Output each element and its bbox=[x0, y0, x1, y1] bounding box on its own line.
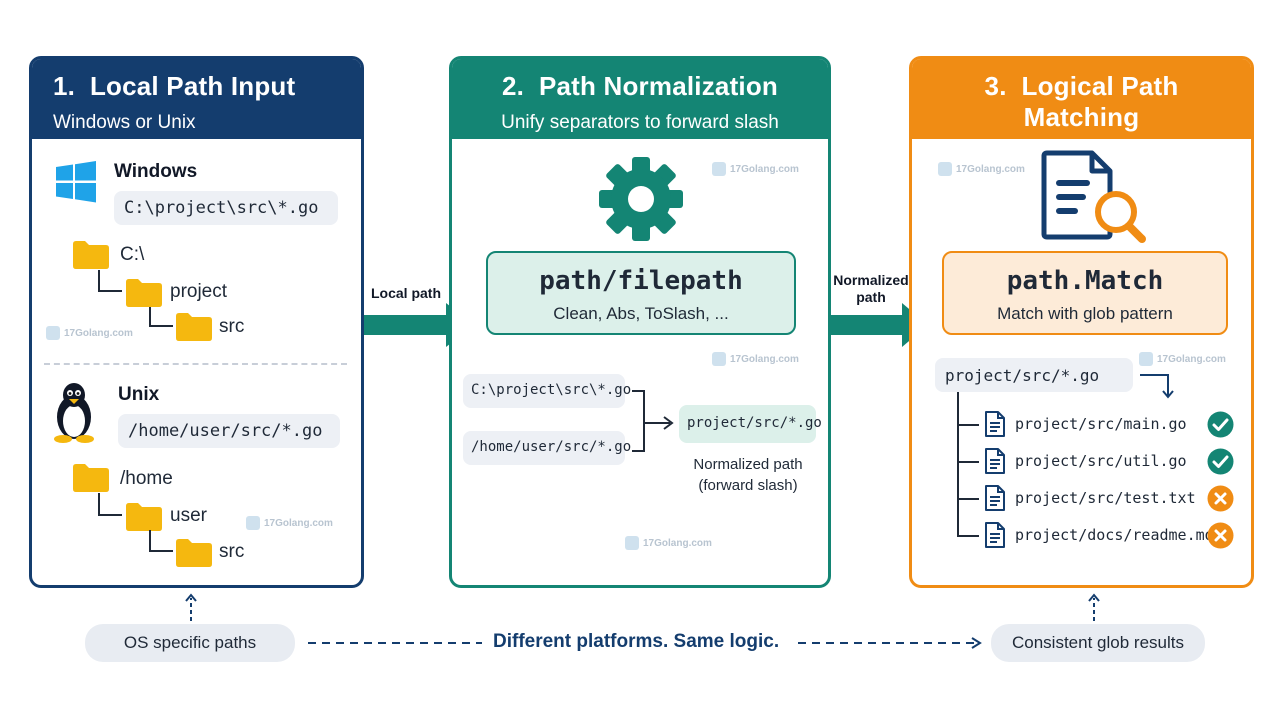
arrow-2-label-line-2: path bbox=[856, 289, 886, 305]
up-arrow-right bbox=[1088, 593, 1100, 621]
watermark: 17Golang.com bbox=[46, 326, 133, 340]
watermark-icon bbox=[246, 516, 260, 530]
folder-icon bbox=[126, 279, 162, 307]
file-name: project/src/test.txt bbox=[1015, 489, 1196, 507]
arrow-2-label-line-1: Normalized bbox=[833, 272, 909, 288]
glob-pattern-box: project/src/*.go bbox=[935, 358, 1133, 392]
folder-icon bbox=[73, 464, 109, 492]
panel-local-path-input: 1. Local Path Input Windows or Unix bbox=[29, 56, 364, 588]
path-match-desc: Match with glob pattern bbox=[997, 304, 1173, 323]
watermark-icon bbox=[625, 536, 639, 550]
watermark: 17Golang.com bbox=[938, 162, 1025, 176]
input-unix-path: /home/user/src/*.go bbox=[463, 431, 631, 465]
file-name: project/src/main.go bbox=[1015, 415, 1187, 433]
arrow-1-label: Local path bbox=[370, 285, 441, 301]
file-row-main-go: project/src/main.go bbox=[983, 409, 1187, 439]
folder-label: src bbox=[219, 541, 245, 562]
arrow-2-label: Normalized path bbox=[830, 272, 912, 306]
file-tree-trunk bbox=[957, 392, 959, 536]
merge-bracket bbox=[632, 390, 674, 452]
caption-line-2: (forward slash) bbox=[698, 477, 798, 494]
folder-label: src bbox=[219, 316, 245, 337]
panel-2-header: 2. Path Normalization Unify separators t… bbox=[452, 59, 828, 139]
cross-icon bbox=[1207, 522, 1234, 549]
file-icon bbox=[985, 485, 1005, 511]
filepath-package-name: path/filepath bbox=[539, 266, 743, 296]
watermark: 17Golang.com bbox=[625, 536, 712, 550]
os-specific-paths-pill: OS specific paths bbox=[85, 624, 295, 662]
watermark-icon bbox=[938, 162, 952, 176]
check-icon bbox=[1207, 448, 1234, 475]
file-icon bbox=[985, 448, 1005, 474]
input-windows-path: C:\project\src\*.go bbox=[463, 374, 631, 408]
path-match-package-box: path.Match Match with glob pattern bbox=[942, 251, 1228, 335]
filepath-package-box: path/filepath Clean, Abs, ToSlash, ... bbox=[486, 251, 796, 335]
panel-1-header: 1. Local Path Input Windows or Unix bbox=[32, 59, 361, 139]
unix-path-box: /home/user/src/*.go bbox=[118, 414, 340, 448]
tree-connector bbox=[957, 498, 979, 500]
gear-icon bbox=[599, 157, 683, 241]
document-search-icon bbox=[1041, 150, 1146, 243]
dashed-arrow-right bbox=[798, 637, 982, 649]
cross-icon bbox=[1207, 485, 1234, 512]
dashed-line-left bbox=[308, 642, 482, 644]
folder-icon bbox=[73, 241, 109, 269]
file-row-readme-md: project/docs/readme.md bbox=[983, 520, 1214, 550]
panel-3-title: 3. Logical Path Matching bbox=[984, 71, 1179, 132]
folder-icon bbox=[176, 539, 212, 567]
file-icon bbox=[985, 522, 1005, 548]
watermark-icon bbox=[712, 352, 726, 366]
folder-label: /home bbox=[120, 468, 173, 489]
check-icon bbox=[1207, 411, 1234, 438]
normalized-caption: Normalized path (forward slash) bbox=[672, 454, 824, 496]
panel-2-title: 2. Path Normalization bbox=[501, 71, 779, 101]
tree-connector bbox=[149, 530, 173, 552]
watermark-icon bbox=[46, 326, 60, 340]
watermark: 17Golang.com bbox=[712, 162, 799, 176]
watermark: 17Golang.com bbox=[246, 516, 333, 530]
watermark-icon bbox=[712, 162, 726, 176]
folder-label: user bbox=[170, 505, 207, 526]
folder-icon bbox=[176, 313, 212, 341]
file-row-util-go: project/src/util.go bbox=[983, 446, 1187, 476]
panel-1-title: 1. Local Path Input bbox=[53, 71, 296, 101]
caption-line-1: Normalized path bbox=[693, 456, 803, 473]
tree-connector bbox=[957, 535, 979, 537]
folder-label: project bbox=[170, 281, 228, 302]
windows-path-box: C:\project\src\*.go bbox=[114, 191, 338, 225]
tree-connector bbox=[98, 270, 122, 292]
folder-icon bbox=[126, 503, 162, 531]
linux-penguin-icon bbox=[54, 383, 94, 443]
path-match-name: path.Match bbox=[1006, 266, 1164, 296]
watermark: 17Golang.com bbox=[1139, 352, 1226, 366]
file-row-test-txt: project/src/test.txt bbox=[983, 483, 1196, 513]
tree-connector bbox=[957, 461, 979, 463]
filepath-functions: Clean, Abs, ToSlash, ... bbox=[553, 304, 729, 323]
pattern-arrow bbox=[1140, 374, 1174, 399]
file-name: project/docs/readme.md bbox=[1015, 526, 1214, 544]
panel-2-subtitle: Unify separators to forward slash bbox=[501, 112, 779, 133]
tree-connector bbox=[98, 493, 122, 516]
normalized-output-path: project/src/*.go bbox=[679, 405, 822, 443]
windows-logo-icon bbox=[56, 161, 96, 203]
tagline: Different platforms. Same logic. bbox=[493, 631, 780, 652]
up-arrow-left bbox=[185, 593, 197, 621]
section-divider bbox=[44, 363, 347, 365]
watermark-icon bbox=[1139, 352, 1153, 366]
consistent-glob-results-pill: Consistent glob results bbox=[991, 624, 1205, 662]
unix-label: Unix bbox=[118, 384, 160, 405]
folder-label: C:\ bbox=[120, 244, 145, 265]
tree-connector bbox=[149, 307, 173, 327]
tree-connector bbox=[957, 424, 979, 426]
panel-1-subtitle: Windows or Unix bbox=[53, 112, 196, 133]
file-icon bbox=[985, 411, 1005, 437]
watermark: 17Golang.com bbox=[712, 352, 799, 366]
file-name: project/src/util.go bbox=[1015, 452, 1187, 470]
panel-3-header: 3. Logical Path Matching Stable, platfor… bbox=[912, 59, 1251, 164]
windows-label: Windows bbox=[114, 161, 198, 182]
